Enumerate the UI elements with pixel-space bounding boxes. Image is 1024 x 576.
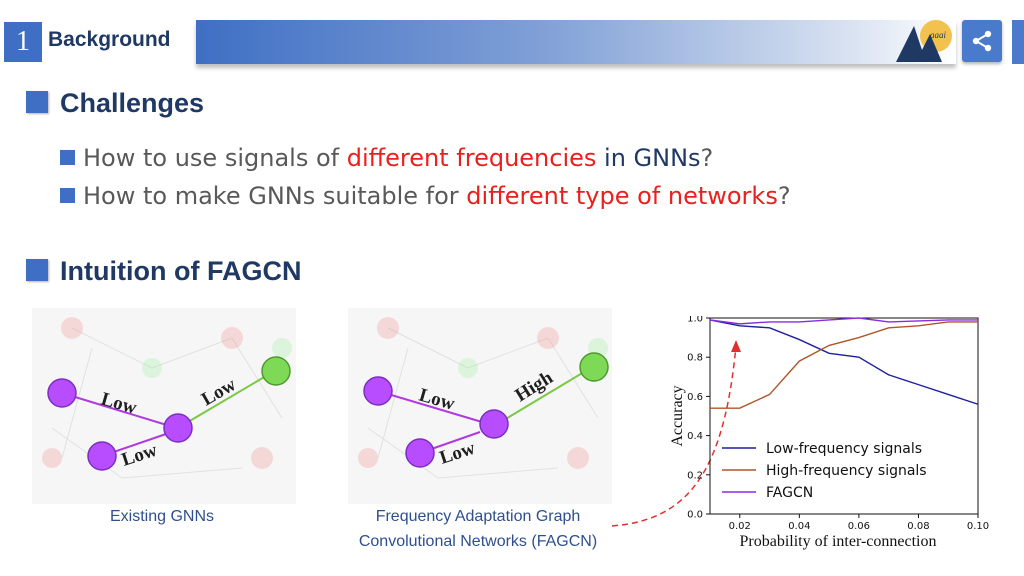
x-tick-label: 0.08 <box>907 521 929 532</box>
section-square-icon <box>26 91 48 113</box>
caption-fagcn-line1: Frequency Adaptation Graph <box>375 508 581 525</box>
series-line <box>710 321 978 409</box>
y-tick-label: 0.0 <box>687 510 703 521</box>
legend-label: FAGCN <box>766 485 813 501</box>
x-tick-label: 0.06 <box>848 521 870 532</box>
caption-existing-gnns: Existing GNNs <box>109 508 215 525</box>
section-challenges: Challenges <box>26 88 204 119</box>
bullet-square-icon <box>60 188 75 203</box>
x-tick-label: 0.04 <box>788 521 810 532</box>
section-number: 1 <box>4 22 42 62</box>
legend-label: High-frequency signals <box>766 463 927 479</box>
y-axis-label: Accuracy <box>669 385 686 446</box>
series-line <box>709 317 978 325</box>
y-tick-label: 1.0 <box>687 316 703 325</box>
x-tick-label: 0.02 <box>729 521 751 532</box>
share-icon <box>972 30 992 52</box>
section-title: Challenges <box>60 88 205 118</box>
y-tick-label: 0.8 <box>687 353 703 364</box>
caption-fagcn-line2: Convolutional Networks (FAGCN) <box>358 533 598 550</box>
share-button[interactable] <box>962 20 1002 62</box>
svg-text:aaai: aaai <box>930 30 947 40</box>
header-edge <box>1012 20 1024 64</box>
bullet-2: How to make GNNs suitable for different … <box>60 182 791 210</box>
section-title: Intuition of FAGCN <box>60 256 302 286</box>
series-line <box>709 319 979 405</box>
header-title: Background <box>48 28 171 51</box>
y-tick-label: 0.4 <box>687 431 703 442</box>
accuracy-chart: 0.0 0.2 0.4 0.6 0.8 1.0 0.02 0.04 0.06 0.08 0.10 L… <box>669 316 989 550</box>
x-tick-label: 0.10 <box>967 521 989 532</box>
y-tick-label: 0.2 <box>687 470 703 481</box>
section-square-icon <box>26 259 48 281</box>
header-bar <box>196 20 956 64</box>
section-intuition: Intuition of FAGCN <box>26 256 301 287</box>
plot-frame <box>709 317 979 515</box>
aaai-logo-icon: aaai <box>896 20 952 62</box>
y-tick-label: 0.6 <box>687 392 703 403</box>
legend-label: Low-frequency signals <box>766 441 922 457</box>
bullet-1: How to use signals of different frequenc… <box>60 144 713 172</box>
diagram-existing-gnns: Low Low Low <box>32 308 296 504</box>
x-axis-label: Probability of inter-connection <box>740 533 937 550</box>
diagram-fagcn: Low Low High <box>348 308 612 504</box>
bullet-square-icon <box>60 150 75 165</box>
